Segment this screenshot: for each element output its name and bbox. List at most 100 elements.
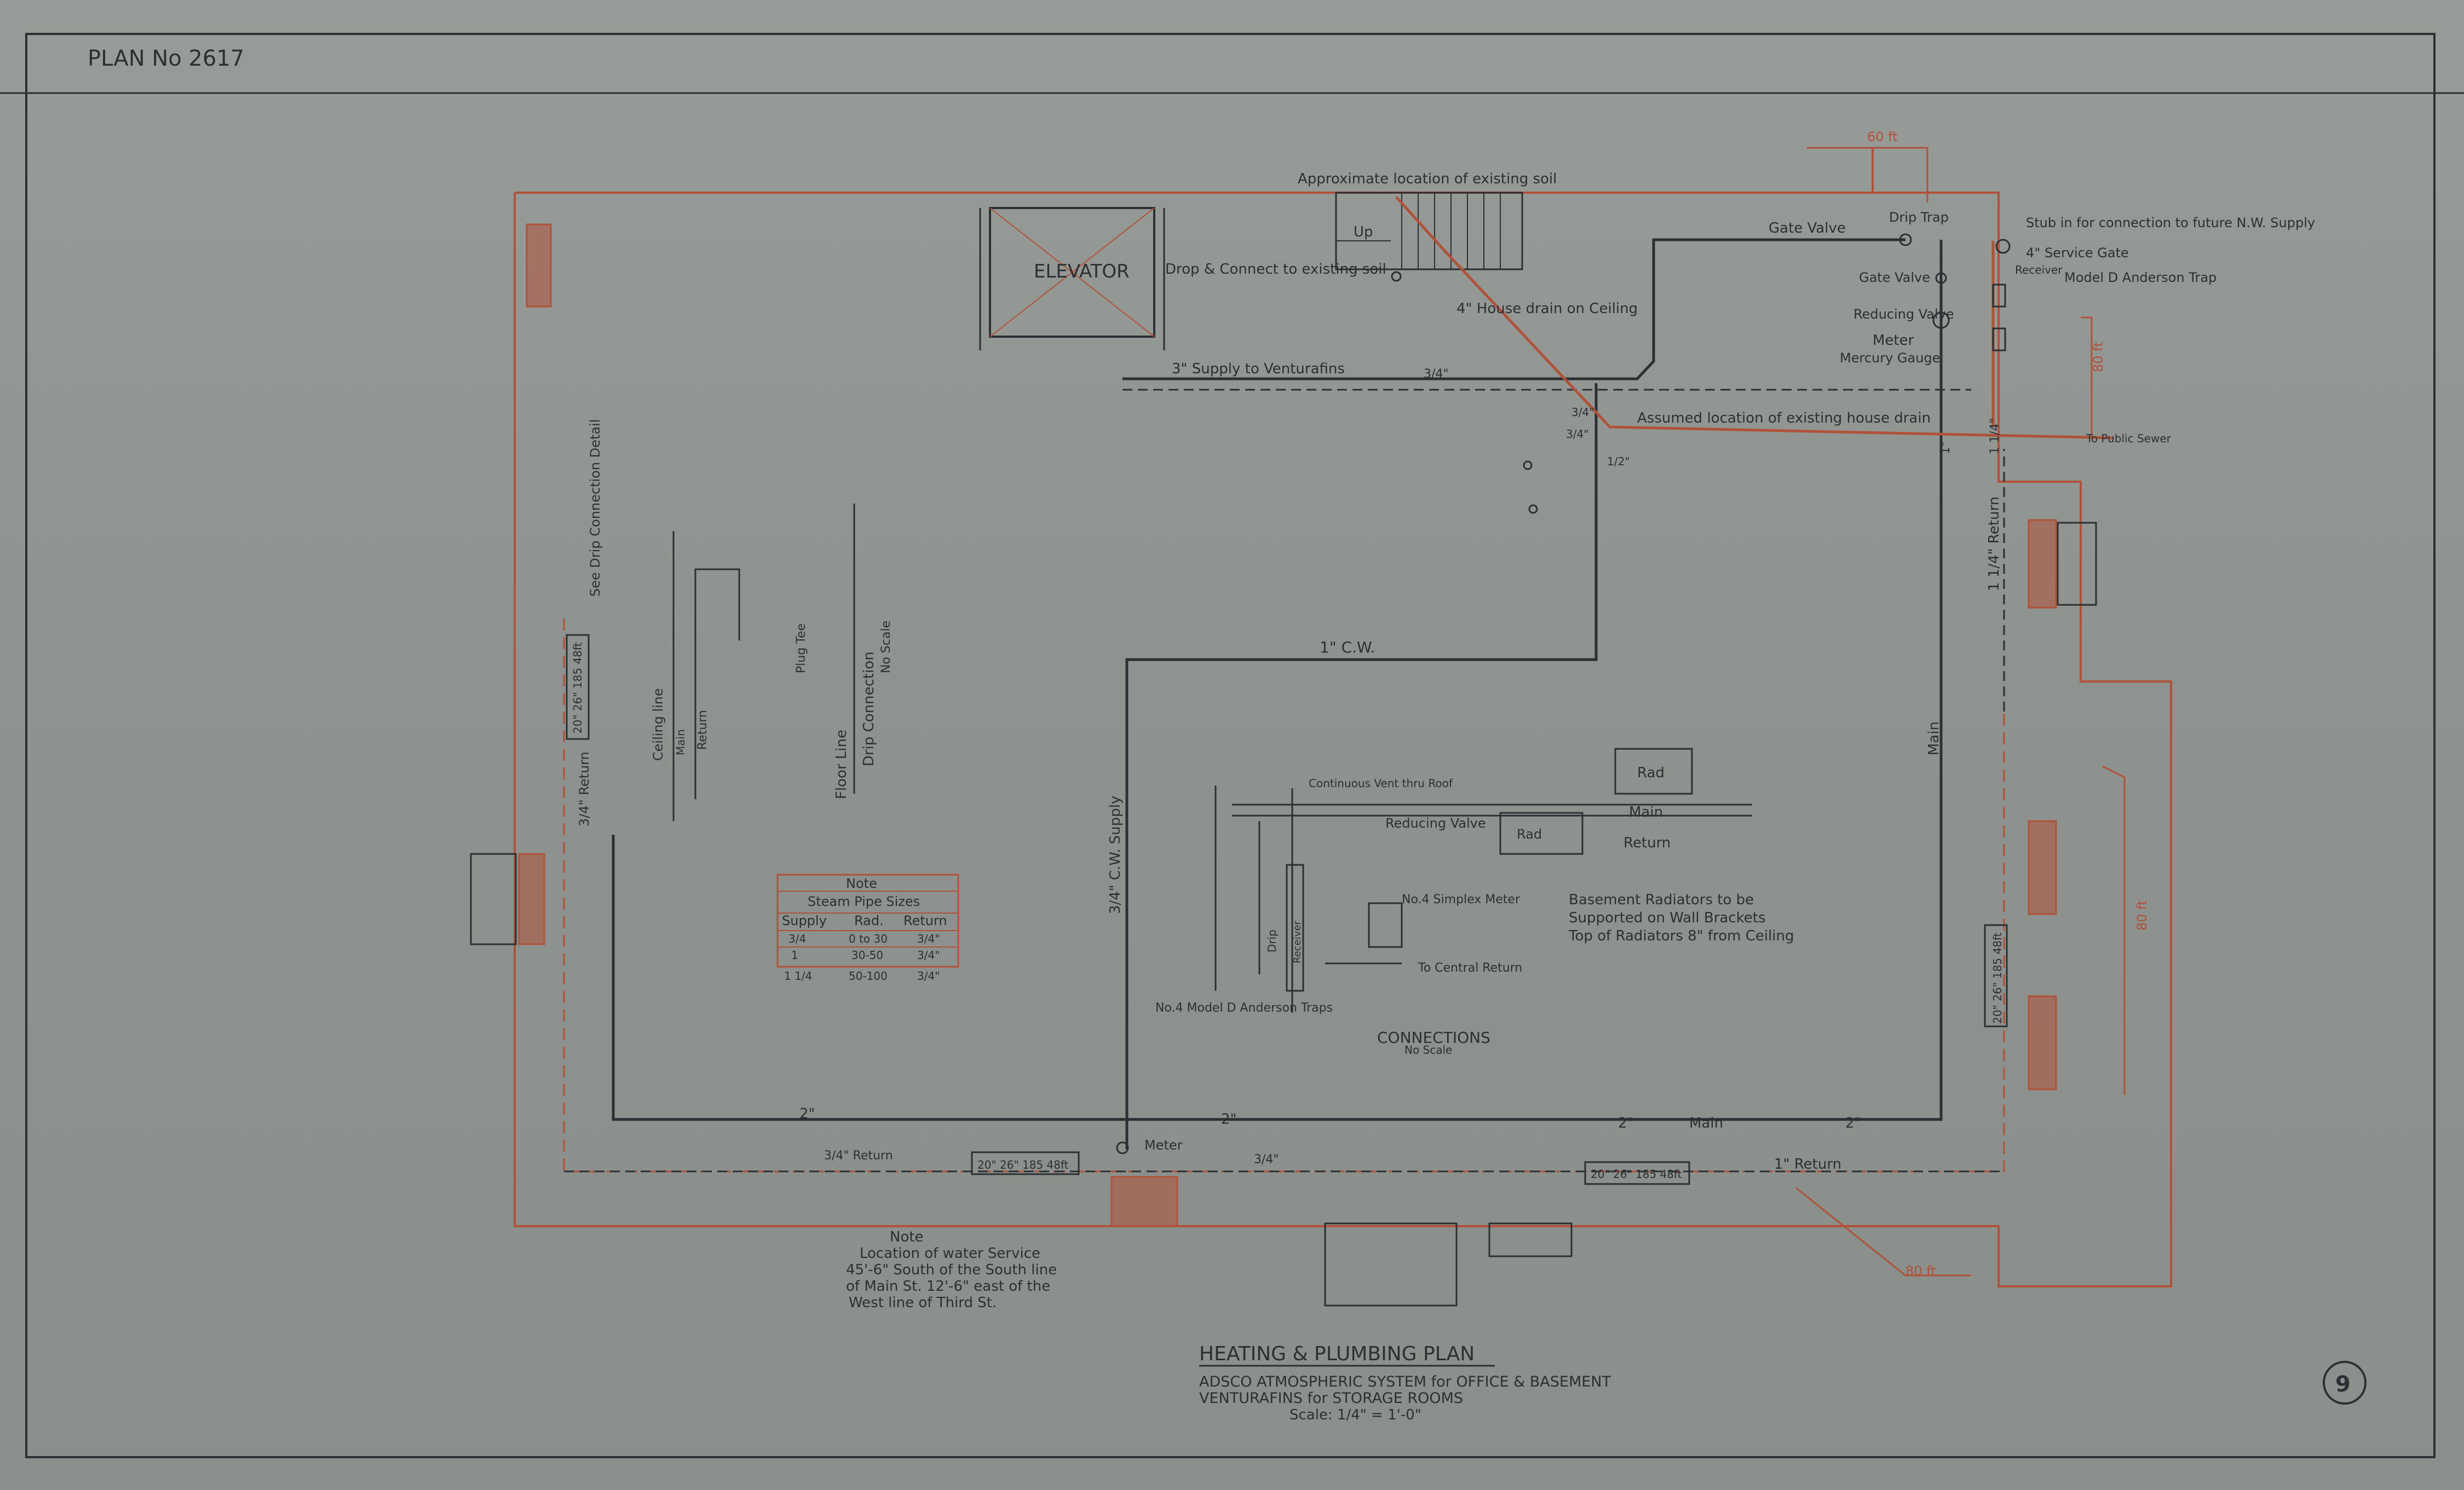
vent-roof-label: Continuous Vent thru Roof bbox=[1309, 777, 1453, 790]
dim-80-mid: 80 ft bbox=[2134, 900, 2150, 931]
title-line2: VENTURAFINS for STORAGE ROOMS bbox=[1199, 1390, 1463, 1407]
basement-radiators-line1: Basement Radiators to be bbox=[1569, 892, 1754, 908]
building-outline bbox=[514, 148, 2172, 1287]
model-trap-label: Model D Anderson Trap bbox=[2064, 270, 2217, 285]
plan-title: HEATING & PLUMBING PLAN bbox=[1199, 1343, 1475, 1365]
house-drain bbox=[1395, 196, 2114, 440]
size-label-34: 3/4" bbox=[1566, 428, 1588, 441]
rad-label-lower: Rad bbox=[1517, 827, 1542, 842]
steam-pipe-size-table bbox=[776, 874, 959, 968]
pipe-size-2c: 2" bbox=[1618, 1115, 1634, 1131]
table-heading: Note bbox=[846, 876, 877, 891]
return-right-label: 1 1/4" Return bbox=[1986, 496, 2002, 591]
table-col-rad: Rad. bbox=[854, 913, 884, 928]
ceiling-line-label: Ceiling line bbox=[650, 688, 666, 761]
gate-valve-top-label: Gate Valve bbox=[1769, 220, 1846, 236]
size-label-34-top: 3/4" bbox=[1424, 367, 1449, 381]
stub-label: Stub in for connection to future N.W. Su… bbox=[2026, 215, 2315, 230]
table-r3-supply: 1 1/4 bbox=[784, 969, 812, 983]
main-bottom-label: Main bbox=[1689, 1115, 1723, 1131]
connections-no-scale-label: No Scale bbox=[1404, 1043, 1452, 1056]
gate-valve-label: Gate Valve bbox=[1859, 270, 1930, 285]
basement-radiators-line2: Supported on Wall Brackets bbox=[1569, 910, 1766, 926]
dimension-leaders bbox=[1795, 147, 2126, 1277]
table-r1-return: 3/4" bbox=[917, 932, 940, 945]
house-drain-ceiling-label: 4" House drain on Ceiling bbox=[1456, 301, 1638, 317]
return-conn-label: Return bbox=[1624, 835, 1671, 851]
water-note-line1: Location of water Service bbox=[860, 1245, 1040, 1262]
supply-venturafins-label: 3" Supply to Venturafins bbox=[1172, 361, 1345, 377]
elevator-label: ELEVATOR bbox=[1034, 261, 1130, 282]
size-label-114: 1 1/4" bbox=[1988, 418, 2002, 454]
floor-line-label: Floor Line bbox=[833, 730, 850, 799]
size-label-34c: 3/4" bbox=[1571, 406, 1594, 419]
table-col-return: Return bbox=[903, 913, 947, 928]
dim-60-top: 60 ft bbox=[1867, 129, 1898, 145]
dim-80-right: 80 ft bbox=[2091, 342, 2106, 372]
radiator-tag-left: 20" 26" 185 48ft bbox=[571, 642, 584, 734]
fittings bbox=[1116, 233, 2011, 1154]
table-r1-supply: 3/4 bbox=[788, 932, 806, 945]
water-note-line3: of Main St. 12'-6" east of the bbox=[846, 1278, 1050, 1295]
table-r1-rad: 0 to 30 bbox=[849, 932, 888, 945]
cold-water-label: 1" C.W. bbox=[1320, 638, 1375, 656]
soil-location-label: Approximate location of existing soil bbox=[1298, 171, 1557, 187]
drip-no-scale-label: No Scale bbox=[879, 621, 893, 673]
size-label-12: 1/2" bbox=[1607, 455, 1630, 468]
radiator-tag-right: 20" 26" 185 48ft bbox=[1991, 932, 2004, 1024]
dim-80-bottom: 80 ft bbox=[1905, 1263, 1936, 1279]
water-note-line4: West line of Third St. bbox=[849, 1295, 997, 1311]
sheet-number-circle bbox=[2323, 1361, 2367, 1405]
central-return-label: To Central Return bbox=[1418, 961, 1522, 975]
return-small-label: Return bbox=[696, 710, 710, 750]
water-note-heading: Note bbox=[890, 1229, 924, 1245]
table-r3-return: 3/4" bbox=[917, 969, 940, 983]
table-col-supply: Supply bbox=[782, 913, 827, 928]
public-sewer-label: To Public Sewer bbox=[2086, 432, 2172, 445]
table-r2-return: 3/4" bbox=[917, 949, 940, 962]
radiator-tag-bottom-left: 20" 26" 185 48ft bbox=[977, 1158, 1069, 1171]
rad-label-upper: Rad bbox=[1637, 765, 1665, 781]
table-subheading: Steam Pipe Sizes bbox=[808, 894, 920, 909]
meter-label: Meter bbox=[1873, 332, 1914, 349]
window-openings bbox=[470, 522, 2097, 1307]
drip-connection-label: Drip Connection bbox=[861, 651, 877, 766]
pipe-size-2a: 2" bbox=[799, 1106, 815, 1122]
drip-label: Drip bbox=[1265, 929, 1279, 952]
plug-tee-label: Plug Tee bbox=[795, 623, 808, 673]
return-bottom-left-label: 3/4" Return bbox=[824, 1149, 893, 1163]
pipe-size-2b: 2" bbox=[1221, 1111, 1237, 1128]
return-left-label: 3/4" Return bbox=[577, 752, 592, 827]
table-r2-rad: 30-50 bbox=[851, 949, 883, 962]
reducing-valve-label: Reducing Valve bbox=[1853, 307, 1954, 322]
radiator-tag-bottom-right: 20" 26" 185 48ft bbox=[1591, 1168, 1682, 1181]
meter-bottom-label: Meter bbox=[1144, 1137, 1183, 1153]
inner-wall bbox=[563, 619, 2005, 1173]
service-gate-label: 4" Service Gate bbox=[2026, 245, 2129, 261]
elevator-shaft bbox=[979, 207, 1165, 350]
steam-main bbox=[612, 238, 1943, 1150]
drip-trap-label: Drip Trap bbox=[1889, 210, 1949, 225]
water-note-line2: 45'-6" South of the South line bbox=[846, 1262, 1057, 1278]
basement-radiators-line3: Top of Radiators 8" from Ceiling bbox=[1568, 928, 1794, 944]
main-small-label: Main bbox=[674, 729, 687, 755]
assumed-house-drain-label: Assumed location of existing house drain bbox=[1637, 410, 1931, 426]
main-right-label: Main bbox=[1926, 721, 1942, 755]
stairway bbox=[1335, 192, 1523, 270]
pipe-size-2d: 2" bbox=[1845, 1115, 1861, 1131]
table-r2-supply: 1 bbox=[791, 949, 798, 962]
drop-connect-label: Drop & Connect to existing soil bbox=[1165, 261, 1386, 278]
return-lines bbox=[564, 389, 2005, 1173]
radiator-tag-boxes bbox=[566, 634, 2008, 1185]
connections-label: CONNECTIONS bbox=[1377, 1029, 1490, 1047]
size-label-1: 1" bbox=[1939, 441, 1953, 454]
sheet-number: 9 bbox=[2335, 1372, 2351, 1397]
return-bottom-right-label: 1" Return bbox=[1774, 1156, 1841, 1173]
reducing-valve-conn-label: Reducing Valve bbox=[1385, 816, 1486, 831]
drip-detail-ref-label: See Drip Connection Detail bbox=[588, 419, 603, 597]
anderson-traps-label: No.4 Model D Anderson Traps bbox=[1155, 1001, 1333, 1015]
cw-supply-label: 3/4" C.W. Supply bbox=[1107, 796, 1124, 914]
connection-detail bbox=[1214, 748, 1752, 1013]
